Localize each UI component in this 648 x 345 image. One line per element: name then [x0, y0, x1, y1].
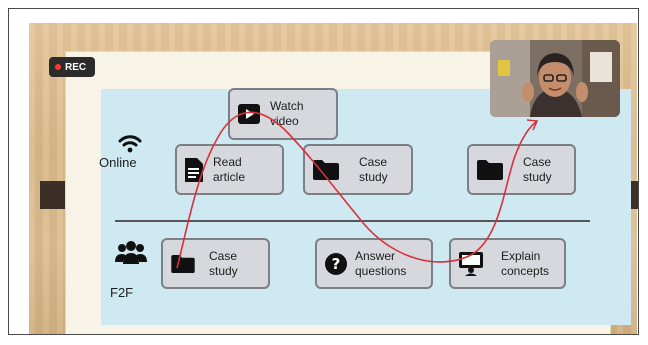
recording-indicator: REC — [49, 57, 95, 77]
folder-icon — [313, 159, 339, 180]
f2f-label: F2F — [110, 285, 134, 300]
online-label: Online — [99, 155, 137, 170]
svg-text:?: ? — [332, 255, 341, 273]
people-icon — [115, 241, 147, 264]
play-icon — [238, 104, 260, 124]
record-dot-icon — [55, 64, 61, 70]
presenter-webcam — [490, 40, 620, 117]
document-icon — [185, 157, 203, 182]
wifi-icon — [118, 135, 142, 153]
section-divider — [115, 220, 590, 222]
question-icon: ? — [325, 252, 347, 275]
shared-slide — [101, 89, 631, 325]
folder-icon — [477, 159, 503, 180]
presentation-icon — [459, 251, 483, 276]
board-rail-right — [630, 181, 638, 209]
folder-icon — [171, 254, 195, 273]
